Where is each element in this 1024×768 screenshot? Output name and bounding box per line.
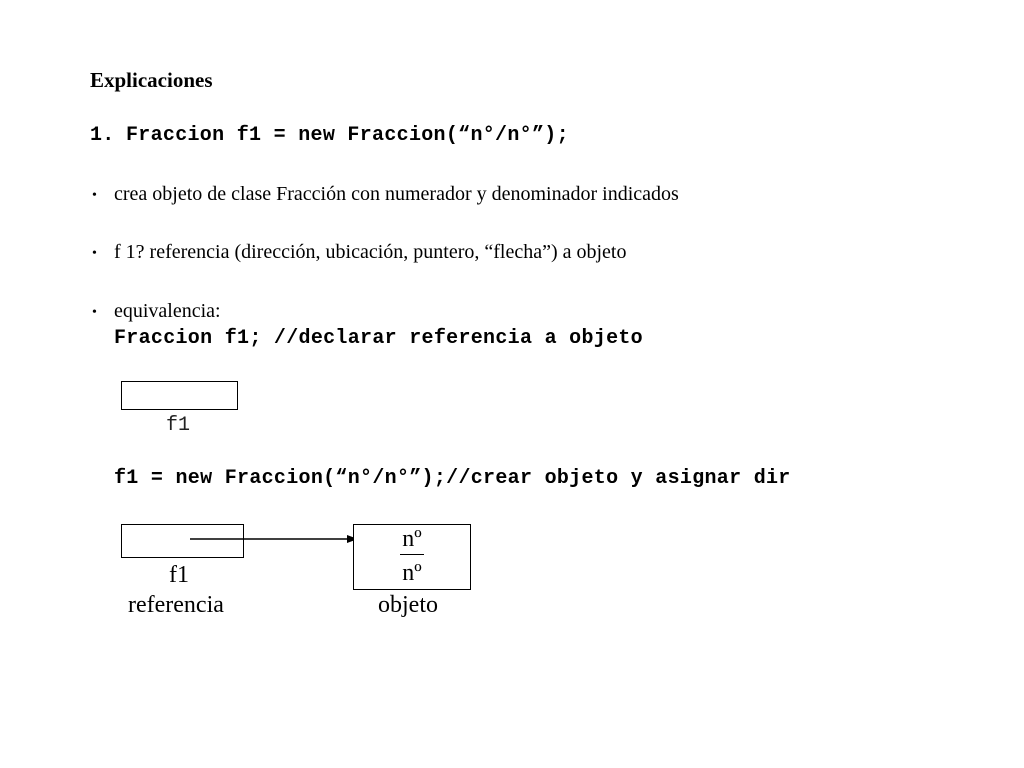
declare-code-line: Fraccion f1; //declarar referencia a obj… [114, 327, 643, 350]
object-numerator: nº [402, 526, 422, 552]
bullet-text-create-object: crea objeto de clase Fracción con numera… [114, 183, 679, 205]
bullet-icon: • [92, 188, 97, 203]
item-number: 1. [90, 124, 115, 147]
reference-box-empty [121, 381, 238, 410]
reference-caption: referencia [128, 592, 224, 618]
bullet-text-reference: f 1? referencia (dirección, ubicación, p… [114, 241, 627, 263]
arrow-head-icon [347, 535, 358, 543]
bullet-icon: • [92, 305, 97, 320]
object-caption: objeto [378, 592, 438, 618]
reference-name: f1 [169, 562, 189, 588]
reference-box [121, 524, 244, 558]
create-code-line: f1 = new Fraccion(“n°/n°”);//crear objet… [114, 467, 791, 490]
page-title: Explicaciones [90, 68, 213, 92]
constructor-code-line: Fraccion f1 = new Fraccion(“n°/n°”); [126, 124, 569, 147]
fraction-bar [400, 554, 424, 555]
bullet-icon: • [92, 246, 97, 261]
object-box [353, 524, 471, 590]
reference-box-label: f1 [166, 414, 191, 437]
object-denominator: nº [402, 560, 422, 586]
bullet-text-equivalence: equivalencia: [114, 300, 221, 322]
